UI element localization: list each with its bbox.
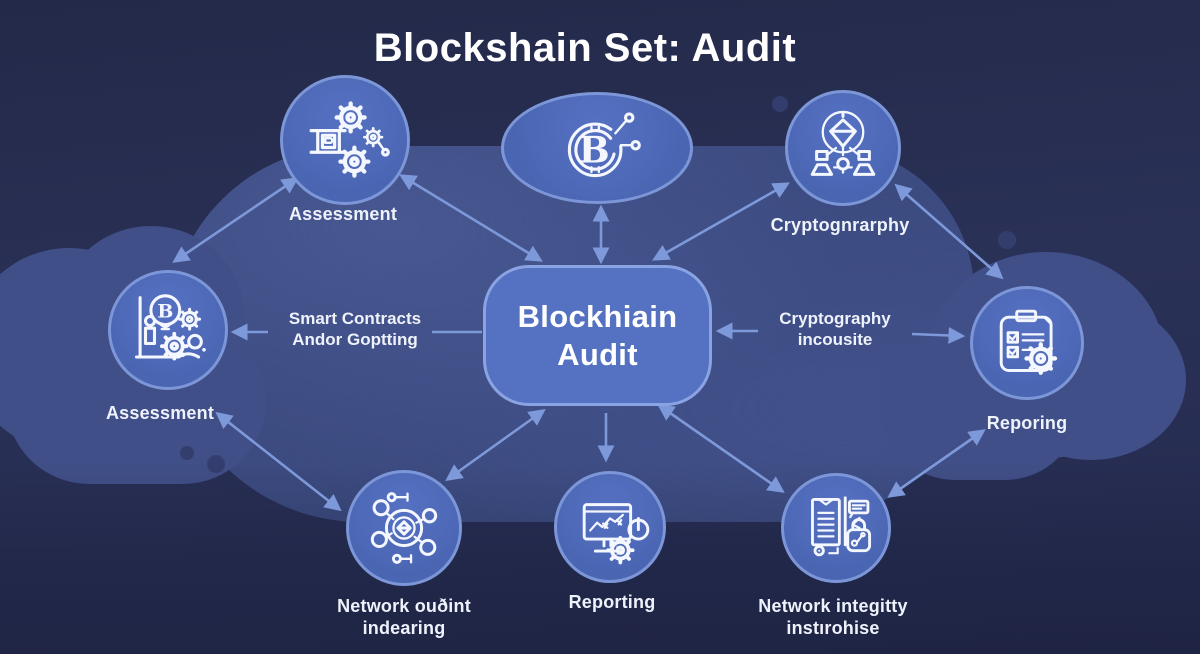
connector-right-bottomright — [887, 429, 986, 498]
central-node-blockchain-audit: Blockhiain Audit — [483, 265, 712, 406]
decor-dot — [180, 446, 194, 460]
label-bottom-left: Network ouðint indearing — [337, 596, 471, 638]
connector-left-topleft — [172, 177, 299, 263]
connector-center-topright — [652, 182, 790, 261]
central-node-label: Blockhiain Audit — [517, 298, 678, 372]
connector-center-bottomright — [657, 404, 785, 493]
crypto-network-icon — [810, 110, 876, 176]
bulb-person-gears-icon: B — [134, 294, 206, 361]
bitcoin-icon: B — [567, 112, 641, 178]
gears-machine-icon — [309, 93, 390, 187]
node-left-assessment: B — [108, 270, 228, 390]
connector-center-right-b — [911, 327, 966, 344]
svg-text:B: B — [616, 545, 625, 558]
node-top-center-bitcoin: B — [501, 92, 693, 204]
label-top-right: Cryptognrarphy — [770, 215, 910, 235]
connector-center-bottomleft — [445, 409, 546, 481]
label-bottom-right: Network integitty instırohise — [758, 596, 908, 638]
label-left: Assessment — [105, 403, 215, 423]
label-top-left: Assessment — [288, 204, 398, 224]
connector-topright-right — [894, 183, 1004, 280]
clipboard-gear-icon — [999, 309, 1070, 386]
node-top-right-cryptography — [785, 90, 901, 206]
node-bottom-center-reporting: B — [554, 471, 666, 583]
doc-lock-icon — [811, 496, 872, 557]
network-hub-icon — [370, 492, 438, 564]
monitor-chart-icon: B — [582, 503, 650, 565]
node-bottom-left-network — [346, 470, 462, 586]
decor-dot — [772, 96, 788, 112]
page-title: Blockshain Set: Audit — [373, 26, 797, 70]
connector-left-bottomleft — [215, 411, 342, 512]
label-bottom-center: Reporting — [568, 592, 656, 612]
edge-label-right: Cryptography incousite — [779, 309, 891, 350]
svg-text:B: B — [157, 300, 173, 322]
connector-center-topleft — [399, 174, 543, 262]
node-bottom-right-integrity — [781, 473, 891, 583]
edge-label-left: Smart Contracts Andor Goptting — [288, 309, 422, 350]
svg-text:B: B — [579, 128, 610, 172]
node-right-reporting — [970, 286, 1084, 400]
label-right: Reporing — [986, 413, 1068, 433]
node-top-left-assessment — [280, 75, 410, 205]
